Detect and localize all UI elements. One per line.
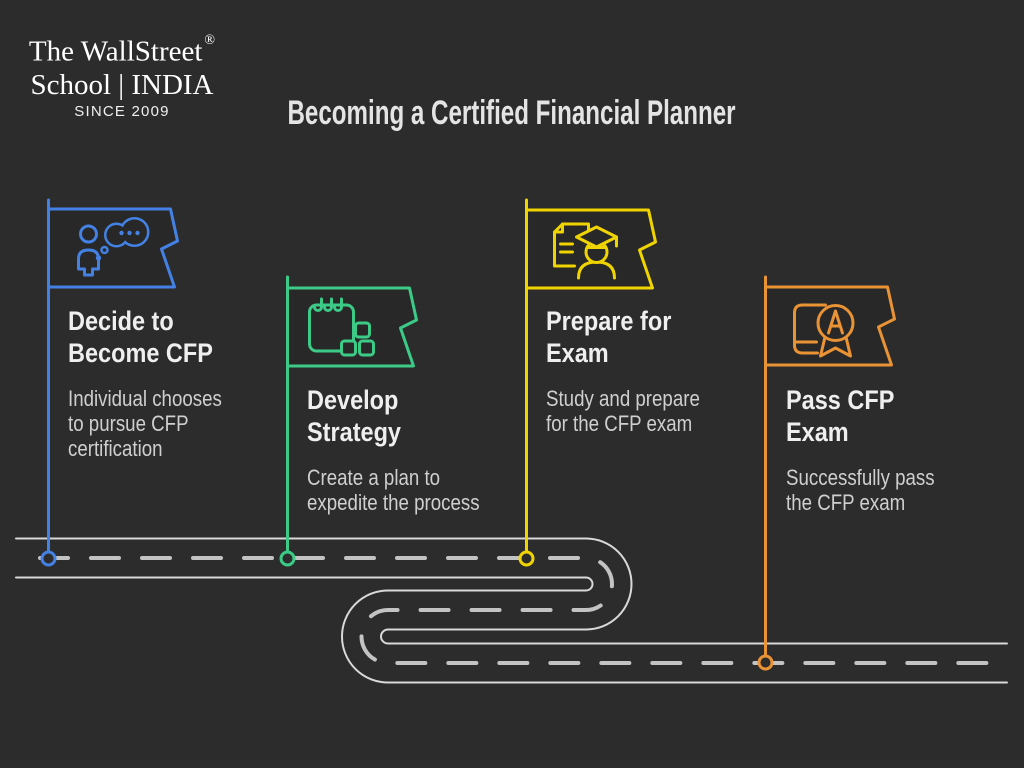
step-title-line: Develop: [307, 385, 399, 415]
step-desc-line: Successfully pass: [786, 465, 935, 490]
milestone-4: [757, 275, 896, 671]
step-title-line: Exam: [546, 338, 609, 368]
milestone-1: [40, 198, 179, 567]
thought-dots: [119, 230, 140, 236]
logo-line-1: The WallStreet®: [26, 30, 218, 69]
step-desc-line: certification: [68, 436, 163, 461]
step-description: Create a plan to expedite the process: [307, 465, 480, 515]
brand-logo: The WallStreet® School | INDIA SINCE 200…: [26, 30, 218, 120]
step-desc-line: for the CFP exam: [546, 411, 693, 436]
logo-since: SINCE 2009: [74, 102, 170, 120]
step-desc-line: to pursue CFP: [68, 411, 189, 436]
step-4-text: Pass CFP Exam Successfully pass the CFP …: [786, 384, 961, 515]
step-desc-line: Create a plan to: [307, 465, 441, 490]
road-marker: [518, 550, 535, 567]
milestone-3: [518, 198, 657, 567]
step-title: Develop Strategy: [307, 384, 484, 448]
step-title-line: Decide to: [68, 306, 174, 336]
award-book-icon: [793, 303, 855, 358]
step-3-text: Prepare for Exam Study and prepare for t…: [546, 305, 727, 436]
logo-line-2: School | INDIA: [30, 68, 214, 101]
road-edge-outer: [15, 537, 1008, 645]
milestone-2: [279, 275, 418, 567]
person-thinking-icon: [77, 217, 150, 277]
step-title: Pass CFP Exam: [786, 384, 938, 448]
step-description: Successfully pass the CFP exam: [786, 465, 935, 515]
step-title-line: Exam: [786, 417, 849, 447]
road-marker: [40, 550, 57, 567]
step-title-line: Pass CFP: [786, 385, 895, 415]
strategy-notepad-icon: [308, 297, 375, 357]
road: [15, 537, 1008, 684]
step-1-text: Decide to Become CFP Individual chooses …: [68, 305, 249, 461]
page-title-wrap: Becoming a Certified Financial Planner: [0, 94, 1024, 132]
step-2-text: Develop Strategy Create a plan to expedi…: [307, 384, 510, 515]
road-centerline-dashes: [38, 556, 1004, 665]
step-description: Individual chooses to pursue CFP certifi…: [68, 386, 222, 461]
step-desc-line: Individual chooses: [68, 386, 222, 411]
road-edge-inner: [15, 576, 1008, 684]
logo-name: The WallStreet: [28, 35, 203, 68]
step-desc-line: the CFP exam: [786, 490, 906, 515]
step-description: Study and prepare for the CFP exam: [546, 386, 700, 436]
step-title-line: Become CFP: [68, 338, 213, 368]
step-title: Decide to Become CFP: [68, 305, 225, 369]
graduate-document-icon: [553, 222, 618, 280]
road-marker: [279, 550, 296, 567]
road-marker: [757, 654, 774, 671]
flag-banner: [47, 207, 179, 289]
step-title-line: Prepare for: [546, 306, 672, 336]
step-desc-line: Study and prepare: [546, 386, 700, 411]
step-title: Prepare for Exam: [546, 305, 703, 369]
step-title-line: Strategy: [307, 417, 402, 447]
step-desc-line: expedite the process: [307, 490, 480, 515]
page-title: Becoming a Certified Financial Planner: [287, 94, 737, 132]
registered-trademark-icon: ®: [204, 33, 216, 48]
